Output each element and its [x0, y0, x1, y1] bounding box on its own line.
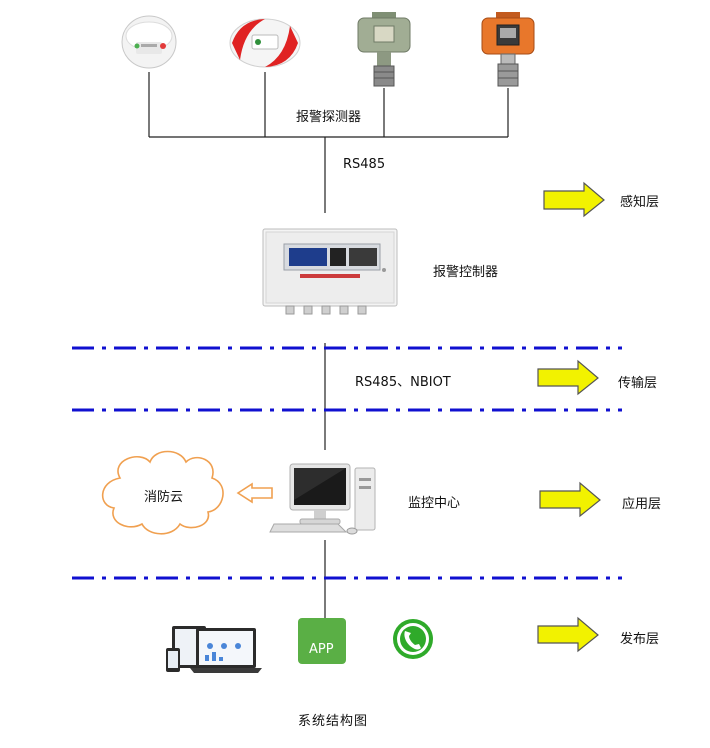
- phone-icon: [393, 619, 433, 659]
- fire-cloud-label: 消防云: [144, 490, 184, 505]
- monitor-center-label: 监控中心: [408, 496, 461, 511]
- layer-arrow-transport: [537, 359, 599, 396]
- layer-arrow-publish: [537, 616, 599, 653]
- layer-arrow-perception: [543, 181, 605, 218]
- layer-label-perception: 感知层: [620, 195, 660, 210]
- cloud-upload-arrow: [236, 482, 273, 504]
- layer-arrows: [537, 181, 605, 653]
- detectors-label: 报警探测器: [296, 110, 362, 125]
- explosion-proof-orange-icon: [481, 12, 535, 87]
- app-icon: [298, 618, 346, 664]
- explosion-proof-green-icon: [357, 12, 411, 87]
- alarm-controller-icon: [262, 228, 398, 315]
- rs485-top-label: RS485: [343, 157, 386, 172]
- controller-label: 报警控制器: [433, 265, 499, 280]
- layer-separators: [72, 346, 622, 580]
- transport-protocol-label: RS485、NBIOT: [355, 375, 451, 390]
- multi-device-icon: [166, 626, 262, 673]
- app-label: APP: [309, 642, 334, 657]
- layer-label-publish: 发布层: [620, 632, 660, 647]
- diagram-caption: 系统结构图: [298, 714, 369, 729]
- smoke-detector-icon: [121, 15, 177, 69]
- detector-bus: [148, 72, 509, 618]
- cloud-shape: [101, 450, 224, 535]
- gas-detector-icon: [229, 18, 301, 68]
- layer-arrow-application: [539, 481, 601, 518]
- layer-label-transport: 传输层: [618, 376, 658, 391]
- computer-icon: [269, 463, 376, 535]
- layer-label-application: 应用层: [622, 497, 662, 512]
